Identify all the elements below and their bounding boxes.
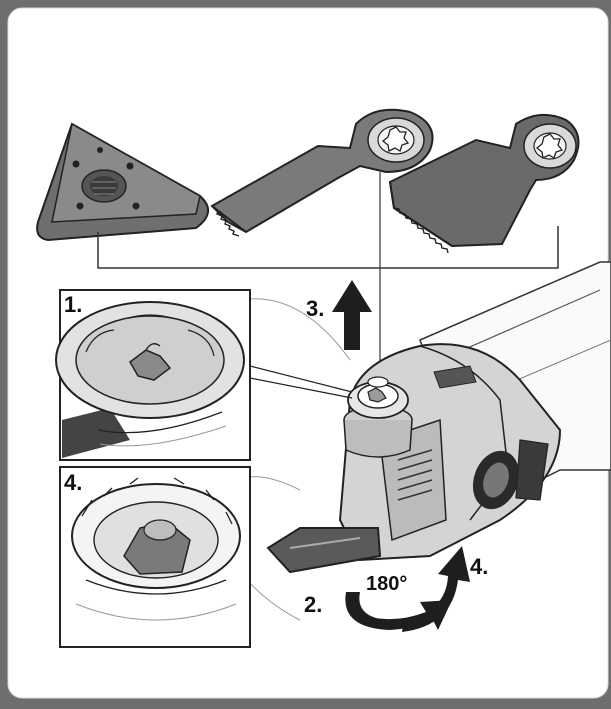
step-4-label-inset: 4. <box>64 470 82 495</box>
step-3-label: 3. <box>306 296 324 321</box>
rotate-arrow-up <box>402 546 470 632</box>
wide-saw-blade <box>388 113 580 254</box>
multi-tool <box>229 261 611 621</box>
step-2-label: 2. <box>304 592 322 617</box>
accessory-bracket <box>97 226 559 269</box>
lift-arrow <box>332 280 372 350</box>
plunge-saw-blade <box>210 108 434 237</box>
rotation-angle-label: 180° <box>366 573 407 595</box>
step-1-label: 1. <box>64 292 82 317</box>
sanding-plate <box>36 122 209 242</box>
inset-step-1: 1. <box>55 289 353 461</box>
inset-step-4: 4. <box>59 466 251 648</box>
step-4-label: 4. <box>470 554 488 579</box>
